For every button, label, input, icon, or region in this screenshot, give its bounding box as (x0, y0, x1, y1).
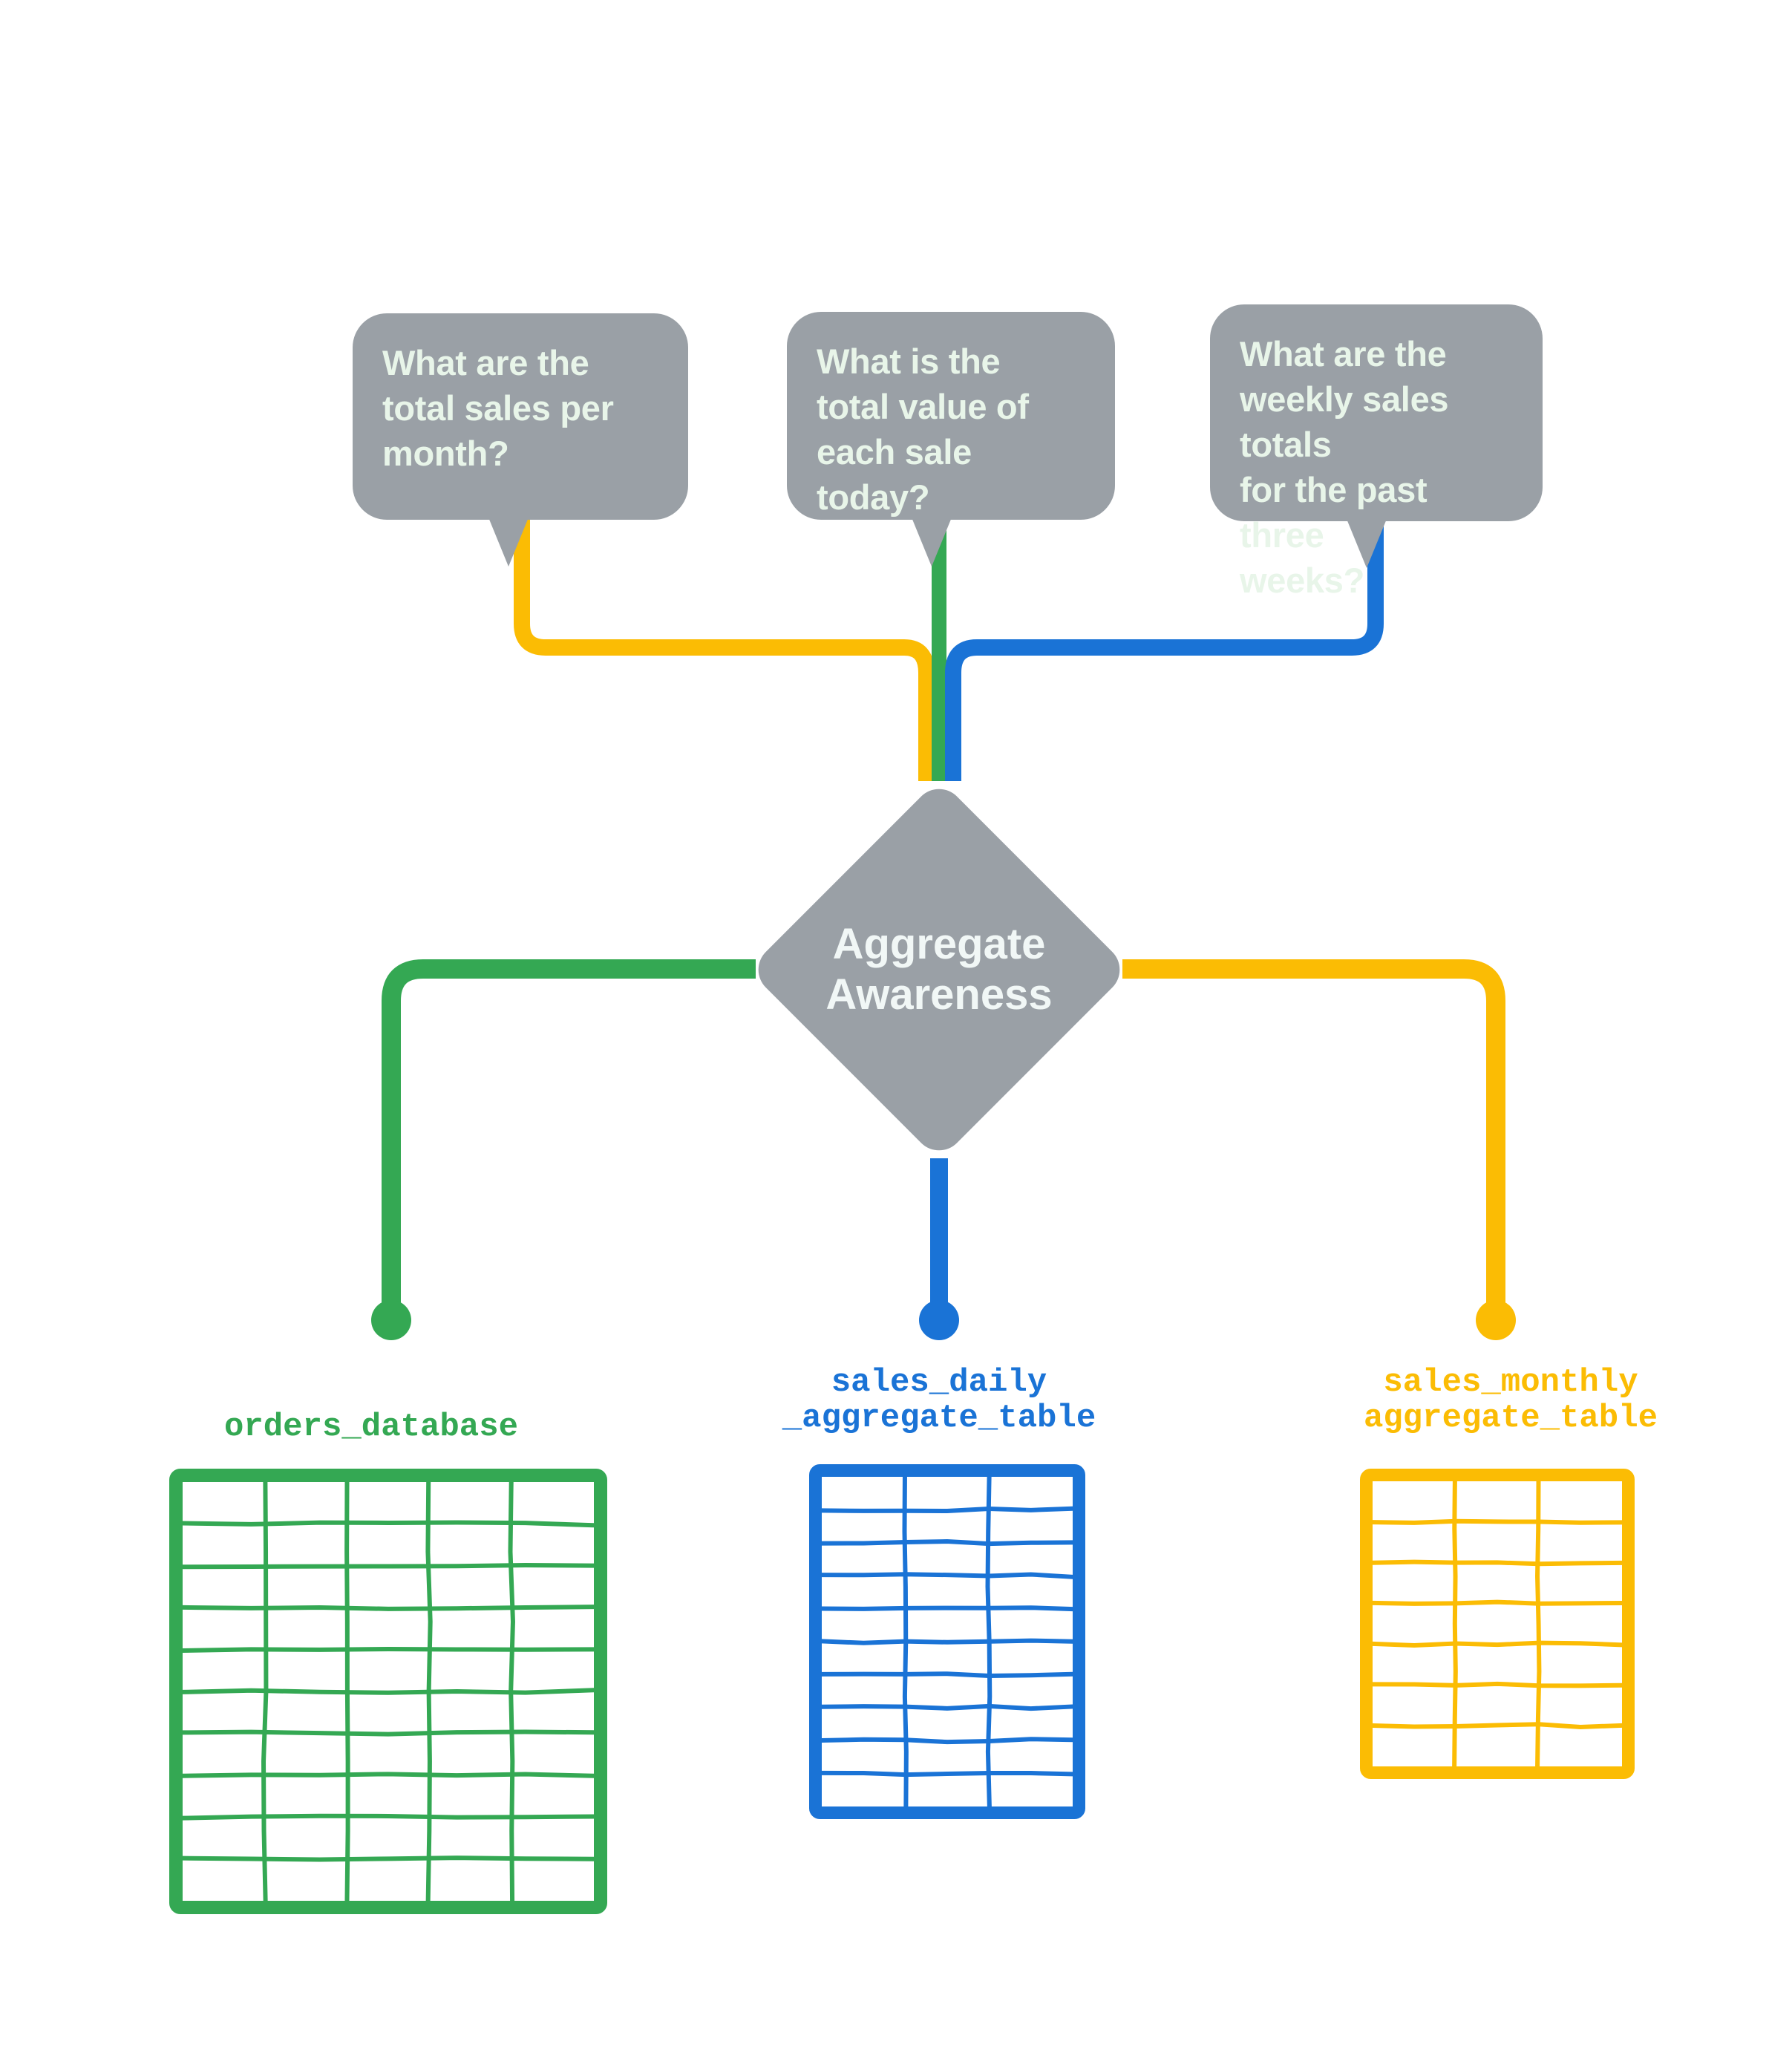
table-row-divider (1370, 1518, 1624, 1525)
table-row-divider (1370, 1640, 1624, 1648)
table-caption-sales-daily-aggregate-table: sales_daily _aggregate_table (782, 1364, 1096, 1437)
table-row-divider (820, 1737, 1075, 1745)
bubble-tail-icon (1347, 519, 1387, 568)
table-row-divider (1370, 1681, 1624, 1688)
table-column-divider (1535, 1479, 1542, 1769)
table-grid-sales-monthly-aggregate-table[interactable] (1360, 1469, 1635, 1779)
connector-endpoint-blue (919, 1300, 959, 1340)
connector-endpoint-yellow (1476, 1300, 1516, 1340)
table-caption-orders-database: orders_database (223, 1409, 519, 1446)
table-caption-sales-monthly-aggregate-table: sales_monthly aggregate_table (1363, 1364, 1658, 1437)
table-row-divider (1370, 1599, 1624, 1606)
table-grid-sales-daily-aggregate-table[interactable] (809, 1464, 1085, 1819)
table-row-divider (820, 1703, 1075, 1711)
question-bubble-monthly-text: What are the total sales per month? (382, 343, 614, 474)
table-row-divider (820, 1506, 1075, 1513)
table-row-divider (820, 1572, 1075, 1579)
question-bubble-monthly[interactable]: What are the total sales per month? (353, 313, 688, 567)
table-row-divider (180, 1520, 596, 1528)
table-row-divider (820, 1605, 1075, 1612)
question-bubble-daily-text: What is the total value of each sale tod… (817, 342, 1029, 518)
table-row-divider (820, 1638, 1075, 1645)
table-border (1360, 1469, 1635, 1779)
connector-yellow-question (514, 520, 935, 781)
table-row-divider (180, 1605, 596, 1611)
table-row-divider (180, 1563, 596, 1570)
question-bubble-weekly[interactable]: What are the weekly sales totals for the… (1210, 304, 1543, 600)
table-row-divider (180, 1688, 596, 1695)
aggregate-awareness-label: Aggregate Awareness (825, 919, 1053, 1019)
connector-blue-question (945, 520, 1384, 781)
table-row-divider (1370, 1722, 1624, 1729)
table-row-divider (820, 1671, 1075, 1679)
table-border (809, 1464, 1085, 1819)
table-row-divider (180, 1647, 596, 1654)
table-border (169, 1469, 607, 1914)
connector-green-table (382, 959, 756, 1308)
connector-endpoint-green (371, 1300, 411, 1340)
table-column-divider (1452, 1479, 1458, 1769)
bubble-tail-icon (912, 518, 952, 567)
aggregate-awareness-node[interactable]: Aggregate Awareness (748, 774, 1131, 1166)
connector-yellow-table (1122, 959, 1505, 1308)
table-row-divider (180, 1855, 596, 1862)
table-grid-orders-database[interactable] (169, 1469, 607, 1914)
table-row-divider (180, 1772, 596, 1778)
table-row-divider (180, 1729, 596, 1737)
question-bubble-weekly-text: What are the weekly sales totals for the… (1240, 334, 1449, 601)
question-bubble-daily[interactable]: What is the total value of each sale tod… (787, 312, 1115, 567)
table-row-divider (820, 1539, 1075, 1547)
bubble-tail-icon (488, 518, 529, 567)
table-row-divider (180, 1813, 596, 1821)
table-row-divider (820, 1770, 1075, 1778)
table-row-divider (1370, 1559, 1624, 1567)
